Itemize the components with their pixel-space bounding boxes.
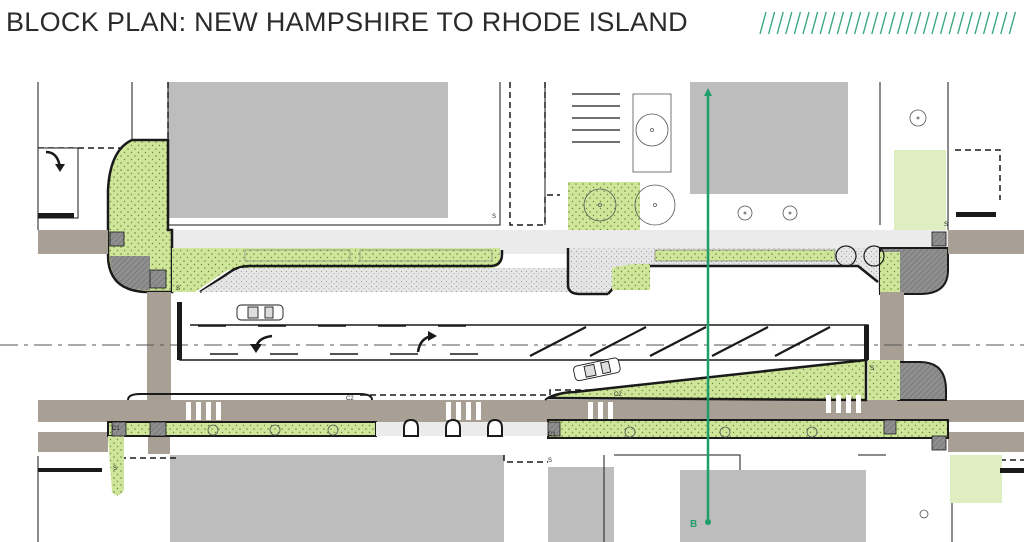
car-icon [573, 357, 621, 382]
sign-label: S [176, 286, 180, 292]
curb-ramps [109, 231, 947, 451]
hatch-stroke [862, 11, 870, 35]
car-icons [236, 304, 621, 382]
hatch-stroke [767, 11, 776, 35]
hatch-stroke [1008, 11, 1017, 35]
sign-label: S [113, 466, 117, 472]
building-south-mid [548, 467, 614, 542]
hatch-stroke [802, 11, 810, 35]
section-marker-label: B [690, 519, 697, 530]
hatch-stroke [853, 11, 862, 35]
building-south-west [170, 455, 504, 542]
hatch-stroke [785, 11, 793, 35]
hatch-stroke [888, 11, 896, 35]
north-streetscape [172, 248, 568, 294]
hatch-stroke [914, 11, 922, 35]
hatch-stroke [759, 11, 767, 35]
hatch-stroke [905, 11, 913, 35]
section-line-b: B [690, 88, 712, 530]
south-planters [107, 418, 1002, 503]
hatch-stroke [879, 11, 888, 35]
hatch-stroke [1000, 11, 1008, 35]
hatch-stroke [948, 11, 956, 35]
hatch-stroke [896, 11, 905, 35]
sign-label: S [944, 222, 948, 228]
hatch-stroke [931, 11, 939, 35]
hatch-stroke [845, 11, 853, 35]
hatch-stroke [922, 11, 931, 35]
building-north-east [690, 82, 848, 194]
hatch-stroke [974, 11, 982, 35]
hatch-stroke [819, 11, 827, 35]
crosswalks [186, 395, 861, 420]
hatch-stroke [957, 11, 965, 35]
hatch-stroke [982, 11, 991, 35]
south-curb [127, 392, 566, 401]
sign-label: C1 [112, 426, 120, 432]
fixture-icon [919, 509, 929, 519]
sign-label: C2 [346, 396, 354, 402]
building-south-east [680, 470, 866, 542]
ne-streetscape [566, 93, 949, 296]
hatch-stroke [965, 11, 974, 35]
decorative-hatch-lines [759, 11, 1017, 35]
sign-label: C1 [548, 432, 556, 438]
sign-label: S [548, 458, 552, 464]
sign-labels: S S S S S S C2 C2 C1 C1 [112, 214, 948, 472]
hatch-stroke [828, 11, 836, 35]
hatch-stroke [939, 11, 948, 35]
hatch-stroke [793, 11, 802, 35]
walkways [38, 230, 1024, 454]
hatch-stroke [871, 11, 879, 35]
building-north-west [168, 82, 448, 218]
sign-label: S [492, 214, 496, 220]
nw-bulbout [106, 138, 174, 294]
hatch-stroke [991, 11, 999, 35]
page-title: BLOCK PLAN: NEW HAMPSHIRE TO RHODE ISLAN… [6, 7, 688, 37]
sign-label: S [870, 366, 874, 372]
parking-elements [37, 147, 1024, 473]
hatch-stroke [836, 11, 845, 35]
car-icon [236, 304, 284, 321]
hatch-stroke [810, 11, 819, 35]
buildings [168, 82, 866, 542]
sign-label: C2 [614, 392, 622, 398]
hatch-stroke [776, 11, 784, 35]
